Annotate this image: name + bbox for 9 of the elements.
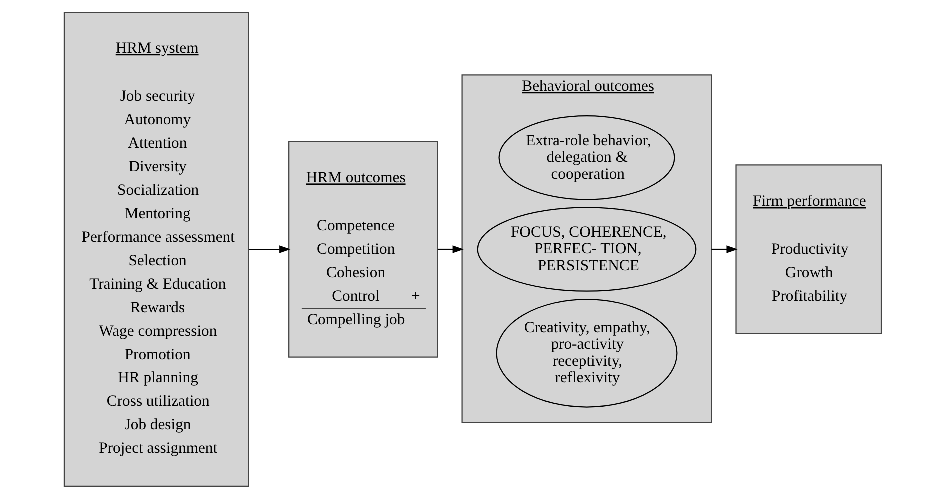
node-box: Firm performance Productivity Growth Profitability: [736, 164, 882, 334]
node-box: HRM system Job security Autonomy Attention Diversity Socialization Mentoring Performance assessment Selection Training & Education Rewards Wage compression Promotion HR planning Cross utilization Job design Project assignment: [64, 12, 250, 487]
arrow: [712, 246, 738, 254]
node-ellipse: Extra-role behavior, delegation & cooperation: [498, 115, 676, 200]
node-ellipse: Creativity, empathy, pro-activity receptivity, reflexivity: [496, 299, 678, 408]
node-box: HRM outcomes Competence Competition Cohesion Control + Compelling job: [288, 141, 438, 358]
arrow: [438, 246, 464, 254]
node-ellipse: FOCUS, COHERENCE, PERFEC- TION, PERSISTENCE: [477, 207, 697, 292]
arrow: [248, 246, 291, 254]
